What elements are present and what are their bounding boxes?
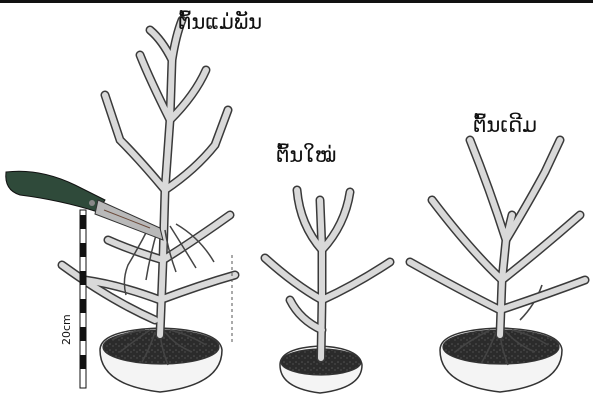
new-plant-label: ຕົ້ນໃໝ່ <box>276 143 336 167</box>
original-stems <box>410 140 585 335</box>
ruler-icon <box>80 210 86 388</box>
mother-stems <box>62 20 235 335</box>
new-stems <box>265 190 390 358</box>
new-plant <box>265 190 390 393</box>
mother-plant-label: ຕົ້ນແມ່ພັນ <box>178 10 262 34</box>
ruler-label: 20cm <box>60 314 73 345</box>
original-plant <box>410 140 585 392</box>
original-plant-label: ຕົ້ນເດີມ <box>473 113 537 137</box>
